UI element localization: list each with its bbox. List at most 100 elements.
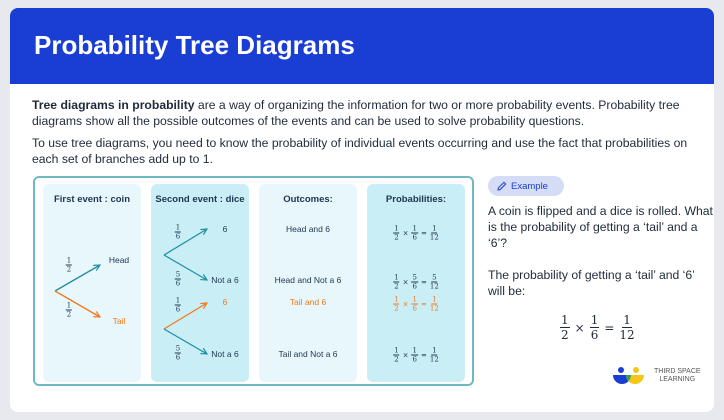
intro-bold: Tree diagrams in probability [32,98,195,112]
numerator: 1 [65,301,73,311]
denominator: 2 [394,282,399,291]
operator: × [402,278,409,286]
operator: × [402,300,409,308]
column-first-event: First event : coin [43,184,141,382]
column-header: Outcomes: [283,194,333,205]
denominator: 6 [175,279,181,288]
numerator: 5 [431,273,438,283]
dice-outcome: 6 [222,297,228,307]
pencil-icon [497,181,507,191]
denominator: 12 [429,355,439,364]
numerator: 1 [393,346,400,356]
numerator: 5 [174,270,182,280]
denominator: 2 [66,310,72,319]
outcome-combined: Head and 6 [286,224,330,234]
denominator: 2 [394,233,399,242]
column-header: First event : coin [53,194,130,205]
example-question: A coin is flipped and a dice is rolled. … [488,204,713,250]
example-text: A coin is flipped and a dice is rolled. … [488,203,713,299]
column-header: Probabilities: [385,194,447,205]
numerator: 1 [589,313,600,328]
denominator: 6 [175,232,181,241]
numerator: 1 [65,256,73,266]
numerator: 1 [411,295,419,305]
outcome-head: Head [108,255,130,265]
denominator: 6 [412,233,418,242]
numerator: 1 [411,346,419,356]
denominator: 6 [175,353,181,362]
numerator: 1 [393,224,400,234]
numerator: 1 [393,273,400,283]
numerator: 1 [174,296,182,306]
branch-head [54,265,100,292]
denominator: 12 [429,233,439,242]
numerator: 1 [431,295,438,305]
branch-head-6 [163,229,207,256]
operator: = [421,300,427,308]
branch-tail-6 [163,303,207,330]
column-header: Second event : dice [155,194,245,205]
operator: = [421,351,427,359]
page-title: Probability Tree Diagrams [34,30,355,60]
denominator: 12 [619,328,635,342]
operator: = [421,278,427,286]
branch-tail-not6 [163,328,207,354]
denominator: 6 [412,304,418,313]
operator: × [574,320,585,335]
denominator: 6 [412,355,418,364]
denominator: 2 [394,304,399,313]
outcome-combined: Tail and 6 [289,297,327,307]
numerator: 1 [174,223,182,233]
denominator: 2 [66,265,72,274]
logo-icon [613,367,644,384]
intro-text: Tree diagrams in probability are a way o… [32,98,712,174]
lesson-card: Probability Tree Diagrams Tree diagrams … [10,8,714,412]
numerator: 1 [393,295,400,305]
dice-outcome: 6 [222,224,228,234]
operator: = [421,229,427,237]
branch-tail [54,290,100,317]
numerator: 1 [431,346,438,356]
header: Probability Tree Diagrams [10,8,714,84]
logo-line2: LEARNING [659,376,696,383]
tree-branches [54,178,476,388]
column-probabilities: Probabilities: [367,184,465,382]
denominator: 2 [394,355,399,364]
operator: × [402,229,409,237]
denominator: 6 [175,305,181,314]
column-outcomes: Outcomes: [259,184,357,382]
dice-outcome: Not a 6 [211,275,239,285]
numerator: 1 [560,313,570,328]
numerator: 1 [431,224,438,234]
denominator: 2 [561,328,569,342]
operator: × [402,351,409,359]
denominator: 12 [429,282,439,291]
denominator: 6 [590,328,599,342]
logo-line1: THIRD SPACE [654,368,701,375]
intro-p2: To use tree diagrams, you need to know t… [32,136,688,166]
example-badge-label: Example [511,180,548,192]
operator: = [604,320,615,335]
